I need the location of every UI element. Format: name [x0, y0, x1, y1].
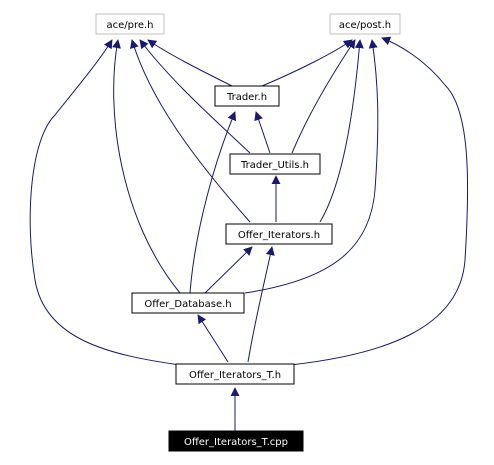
edge-trader-to-ace-pre: [147, 39, 233, 87]
edge-offer-iterators-to-ace-post: [319, 39, 364, 223]
node-offer-iterators-t[interactable]: Offer_Iterators_T.h: [175, 363, 295, 385]
edge-trader-utils-to-trader: [254, 111, 271, 154]
edge-offer-iterators-t-to-ace-pre: [29, 39, 181, 366]
edge-offer-database-to-ace-post: [244, 39, 379, 294]
edge-offer-iterators-t-to-ace-post: [289, 36, 469, 366]
node-offer-database-label: Offer_Database.h: [144, 299, 231, 310]
node-ace-post[interactable]: ace/post.h: [329, 13, 401, 35]
edge-trader-utils-to-ace-pre: [139, 39, 251, 154]
node-offer-iterators-t-cpp[interactable]: Offer_Iterators_T.cpp: [168, 430, 304, 452]
edge-trader-utils-to-ace-post: [291, 39, 356, 154]
node-trader[interactable]: Trader.h: [214, 85, 280, 107]
edge-trader-to-ace-post: [261, 39, 353, 87]
node-trader-label: Trader.h: [226, 92, 267, 103]
node-offer-iterators[interactable]: Offer_Iterators.h: [225, 223, 333, 245]
node-ace-pre[interactable]: ace/pre.h: [95, 13, 165, 35]
node-ace-pre-label: ace/pre.h: [106, 20, 153, 31]
node-offer-database[interactable]: Offer_Database.h: [131, 292, 245, 314]
node-offer-iterators-t-label: Offer_Iterators_T.h: [189, 370, 281, 381]
node-trader-utils-label: Trader_Utils.h: [240, 160, 309, 171]
edge-offer-database-to-trader: [189, 111, 237, 294]
node-ace-post-label: ace/post.h: [339, 20, 391, 31]
edge-offer-database-to-ace-pre: [112, 39, 181, 294]
edge-offer-iterators-t-to-offer-database: [197, 314, 229, 363]
node-offer-iterators-label: Offer_Iterators.h: [238, 230, 320, 241]
edge-offer-database-to-offer-iterators: [204, 246, 253, 294]
node-trader-utils[interactable]: Trader_Utils.h: [229, 153, 321, 175]
edge-offer-iterators-t-to-offer-iterators: [247, 246, 275, 363]
node-offer-iterators-t-cpp-label: Offer_Iterators_T.cpp: [184, 437, 288, 448]
edge-offer-iterators-to-ace-pre: [130, 39, 251, 223]
